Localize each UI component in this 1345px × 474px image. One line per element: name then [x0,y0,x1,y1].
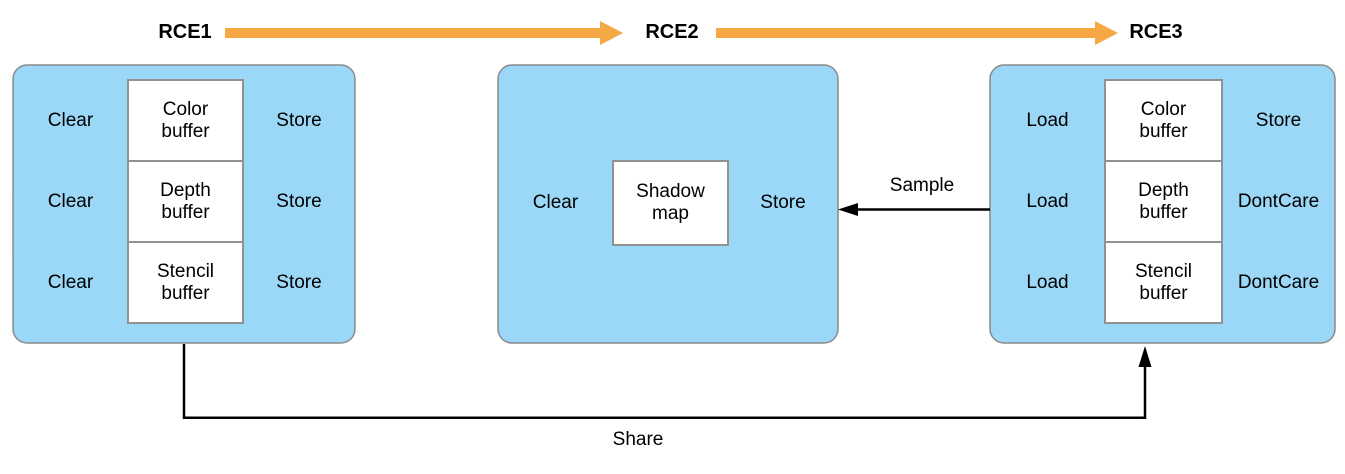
rce2-shadow-map-border [612,160,729,246]
rce1-depth-load-action: Clear [47,190,94,212]
rce1-color-store-action: Store [276,109,322,131]
rce1-depth-store-action: Store [276,190,322,212]
rce3-stencil-store-action: DontCare [1237,271,1320,293]
rce3-buffer-stack-border [1104,79,1223,324]
share-arrow-head [1138,346,1152,367]
rce3-color-load-action: Load [1026,109,1069,131]
rce3-title: RCE3 [1129,21,1183,43]
rce1-color-load-action: Clear [47,109,94,131]
rce3-stencil-buffer-cell: Stencil buffer [1134,260,1193,304]
timeline-arrow-rce2-rce3-shaft [716,28,1097,38]
rce1-stencil-load-action: Clear [47,271,94,293]
timeline-arrow-rce1-rce2-shaft [225,28,602,38]
share-edge-label: Share [612,429,664,450]
share-arrow-path [182,344,1147,419]
rce3-depth-load-action: Load [1026,190,1069,212]
rce3-depth-store-action: DontCare [1237,190,1320,212]
rce2-shadow-map-cell: Shadow map [636,181,705,224]
rce3-color-store-action: Store [1255,109,1302,131]
rce1-stencil-buffer-cell: Stencil buffer [156,260,215,304]
rce1-color-buffer-cell: Color buffer [161,98,210,142]
rce1-title: RCE1 [158,21,212,43]
rce3-stencil-load-action: Load [1026,271,1069,293]
sample-edge-label: Sample [889,175,955,196]
rce2-title: RCE2 [645,21,699,43]
rce2-store-action: Store [760,192,806,213]
timeline-arrow-rce2-rce3-head [1095,21,1118,45]
timeline-arrow-rce1-rce2-head [600,21,623,45]
rce2-load-action: Clear [532,192,579,213]
sample-arrow-head [838,203,858,216]
rce1-buffer-stack-border [127,79,244,324]
rce1-depth-buffer-cell: Depth buffer [160,179,211,223]
rce1-stencil-store-action: Store [276,271,322,293]
rce3-color-buffer-cell: Color buffer [1139,98,1188,142]
rce3-depth-buffer-cell: Depth buffer [1138,179,1189,223]
